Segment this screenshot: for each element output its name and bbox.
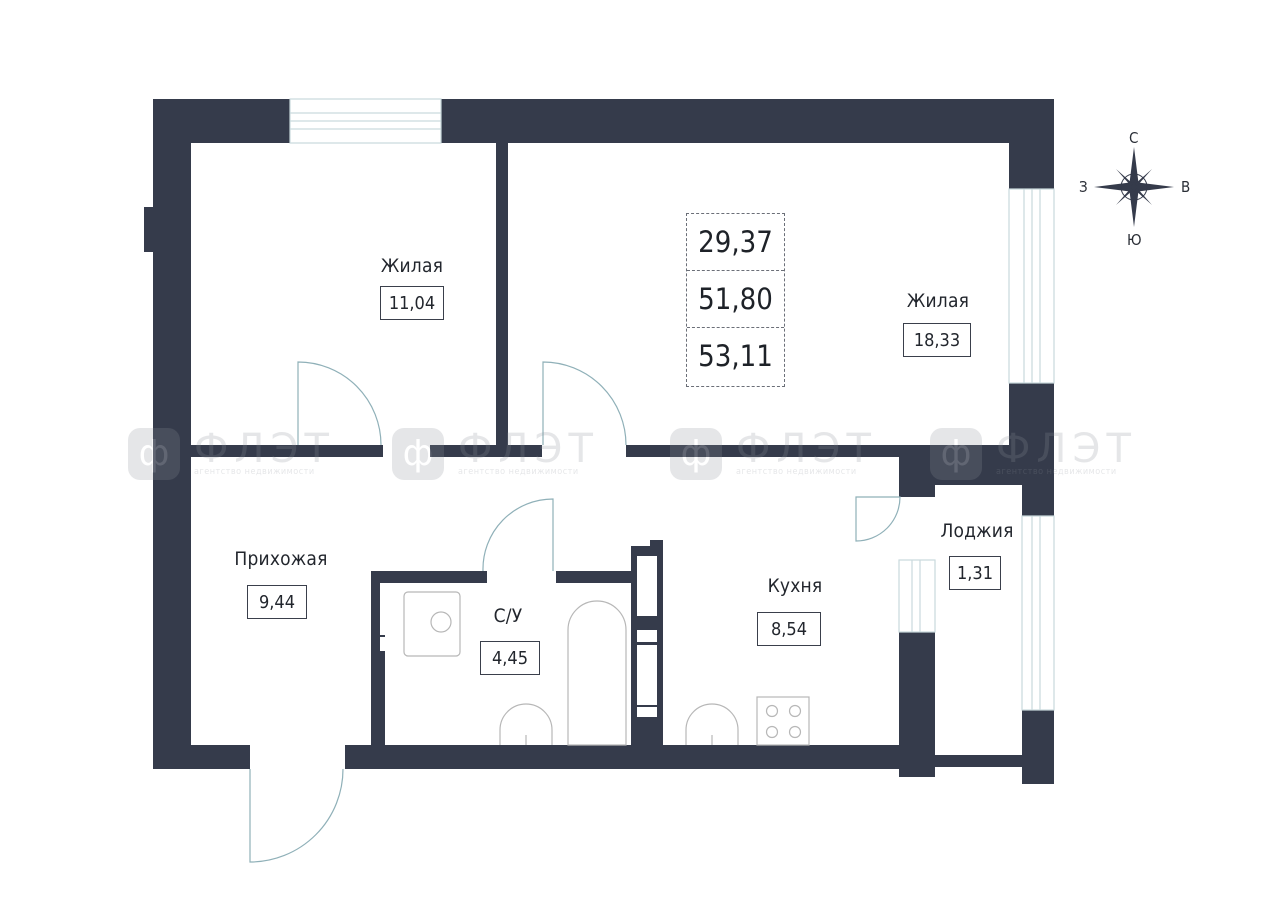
watermark-logo-icon: ф <box>392 428 444 480</box>
watermark-tagline: агентство недвижимости <box>736 467 857 477</box>
compass-east-point <box>1134 182 1174 192</box>
door-bathroom <box>482 498 554 572</box>
bath-right-notch-2 <box>637 630 657 642</box>
bath-right-notch-4 <box>637 707 657 717</box>
room-area-bedroom-small: 11,04 <box>380 286 444 320</box>
wall-bottom-right <box>345 745 935 769</box>
watermark-tagline: агентство недвижимости <box>194 467 315 477</box>
watermark-logo-icon: ф <box>930 428 982 480</box>
room-name-bathroom: С/У <box>493 605 523 627</box>
room-name-hallway: Прихожая <box>234 548 328 570</box>
area-summary: 29,37 51,80 53,11 <box>686 213 785 387</box>
stove-burner-4 <box>788 725 802 739</box>
room-area-loggia: 1,31 <box>949 556 1001 590</box>
wall-bedroom-partition <box>496 143 508 445</box>
bath-notch-2 <box>380 637 400 651</box>
door-entrance <box>249 768 344 863</box>
bath-notch-1 <box>380 583 400 635</box>
windows <box>289 98 1055 711</box>
kitchen-sink <box>685 703 739 745</box>
wall-loggia-top-stub <box>899 445 935 497</box>
window-kitchen <box>898 559 936 633</box>
stove <box>756 696 810 746</box>
compass-rose <box>1094 147 1174 227</box>
compass-west-label: З <box>1079 178 1088 196</box>
watermark-brand: ФЛЭТ <box>736 426 877 472</box>
washing-machine <box>403 591 461 657</box>
wall-right-mid <box>1009 383 1054 455</box>
room-area-kitchen: 8,54 <box>757 612 821 646</box>
wall-notches <box>380 556 657 717</box>
room-area-hallway: 9,44 <box>247 585 307 619</box>
window-loggia <box>1021 515 1055 711</box>
fixtures <box>403 591 810 746</box>
total-area-value: 51,80 <box>687 271 784 328</box>
stove-burner-1 <box>765 704 779 718</box>
room-name-loggia: Лоджия <box>940 520 1014 542</box>
watermark-tagline: агентство недвижимости <box>996 467 1117 477</box>
room-name-kitchen: Кухня <box>767 575 823 597</box>
bath-sink <box>499 703 553 745</box>
wall-loggia-right-top <box>1022 478 1054 516</box>
wall-loggia-bottom <box>899 755 1054 767</box>
walls <box>144 99 1054 784</box>
toilet-bowl <box>430 611 452 633</box>
room-area-bedroom-large: 18,33 <box>903 323 971 357</box>
watermark-brand: ФЛЭТ <box>194 426 335 472</box>
compass-south-label: Ю <box>1127 231 1142 249</box>
watermark-brand: ФЛЭТ <box>458 426 599 472</box>
door-bedroom-right <box>542 361 627 446</box>
wall-bath-top-left <box>371 571 487 583</box>
living-area-value: 29,37 <box>687 214 784 271</box>
watermark-logo-icon: ф <box>670 428 722 480</box>
room-area-bathroom: 4,45 <box>480 641 540 675</box>
wall-left-bump <box>144 207 156 252</box>
wall-bath-right-cap <box>650 540 663 552</box>
total-with-loggia-value: 53,11 <box>698 339 773 373</box>
wall-loggia-right <box>1022 710 1054 784</box>
compass-south-point <box>1129 187 1139 227</box>
watermark-brand: ФЛЭТ <box>996 426 1137 472</box>
compass-north-label: С <box>1129 129 1139 147</box>
wall-bottom-left <box>153 745 250 769</box>
wall-mid-center <box>430 445 542 457</box>
watermark-tagline: агентство недвижимости <box>458 467 579 477</box>
door-bedroom-left <box>297 361 382 446</box>
watermark-logo-icon: ф <box>128 428 180 480</box>
wall-left <box>153 99 191 769</box>
wall-kitchen-right-lower <box>899 632 935 777</box>
wall-right-top <box>1009 99 1054 189</box>
wall-mid-left <box>191 445 383 457</box>
compass-ring <box>1120 173 1148 201</box>
room-name-bedroom-small: Жилая <box>380 255 444 277</box>
compass-west-point <box>1094 182 1134 192</box>
compass-north-point <box>1129 147 1139 187</box>
compass-east-label: В <box>1181 178 1191 196</box>
bathtub <box>567 600 627 746</box>
stove-burner-3 <box>765 725 779 739</box>
bath-right-notch-3 <box>637 645 657 705</box>
room-name-bedroom-large: Жилая <box>906 290 970 312</box>
door-loggia <box>855 496 901 542</box>
wall-bath-top-right <box>556 571 636 583</box>
stove-burner-2 <box>788 704 802 718</box>
bath-right-notch-1 <box>637 556 657 616</box>
wall-mid-right <box>626 445 909 457</box>
wall-top-right <box>441 99 1054 143</box>
doors <box>249 361 901 863</box>
